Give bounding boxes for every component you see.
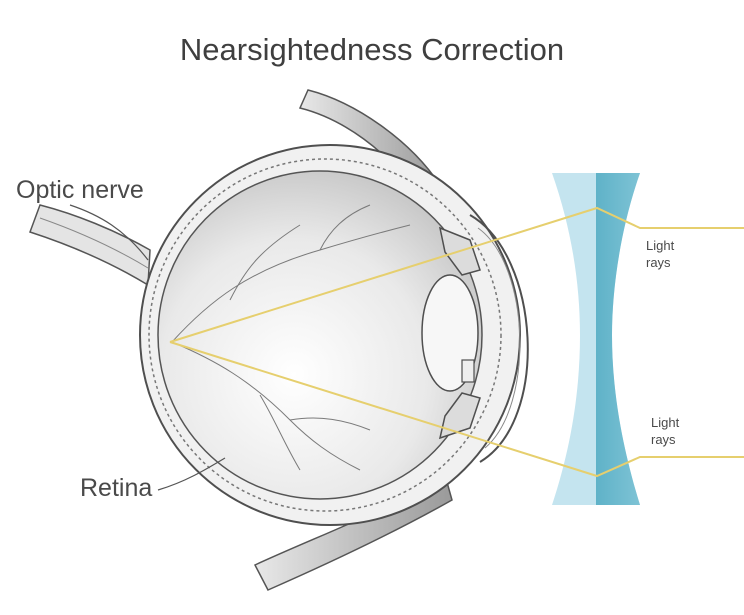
light-ray-top: [169, 206, 744, 343]
page-title: Nearsightedness Correction: [179, 32, 565, 67]
optic-nerve-label: Optic nerve: [16, 176, 144, 204]
iris-bottom: [438, 392, 481, 440]
retina-pointer: [157, 457, 226, 491]
concave-lens: [552, 173, 640, 505]
light-rays-label-bottom: Light rays: [651, 414, 691, 448]
optic-nerve: [29, 204, 151, 287]
light-rays: [169, 206, 744, 478]
vitreous-body: [157, 170, 483, 500]
light-rays-label-top-text: Light rays: [646, 238, 675, 270]
light-ray-bottom: [169, 341, 744, 478]
light-rays-label-top: Light rays: [646, 237, 686, 271]
light-rays-label-bottom-text: Light rays: [651, 415, 680, 447]
optic-nerve-pointer: [69, 204, 149, 261]
cornea: [469, 214, 529, 463]
retina-label: Retina: [80, 474, 153, 502]
retinal-vessels: [171, 204, 411, 471]
